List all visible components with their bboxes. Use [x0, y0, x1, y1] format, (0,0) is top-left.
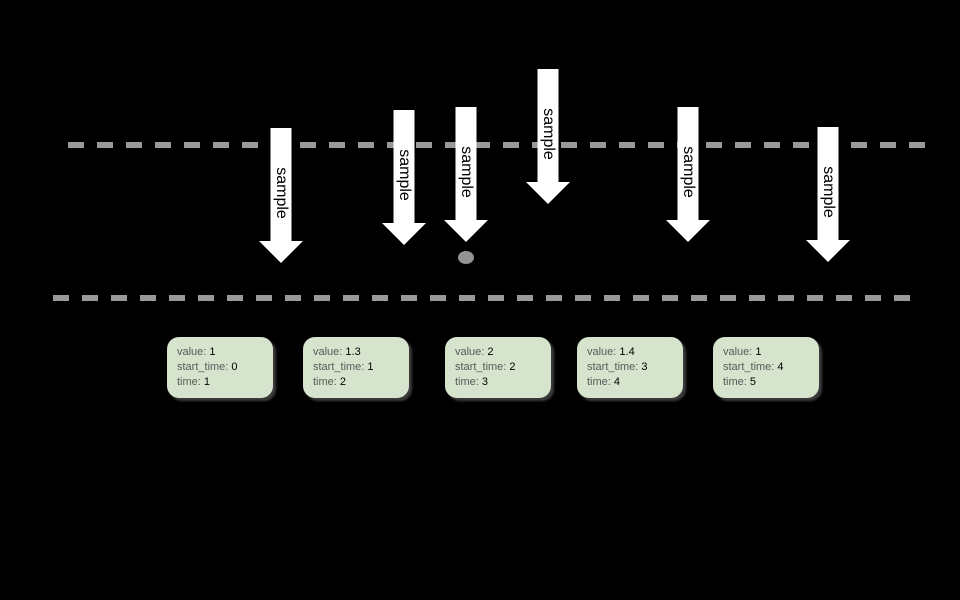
- start-time-text: 1: [367, 361, 374, 373]
- sample-info-card: value: 1.3 start_time: 1 time: 2: [303, 337, 409, 398]
- start-time-label: start_time:: [313, 361, 365, 373]
- sample-info-card: value: 1 start_time: 4 time: 5: [713, 337, 819, 398]
- card-line-start-time: start_time: 1: [313, 360, 399, 375]
- start-time-label: start_time:: [587, 361, 639, 373]
- sampled-point-dot: [458, 251, 474, 264]
- start-time-label: start_time:: [455, 361, 507, 373]
- card-line-start-time: start_time: 0: [177, 360, 263, 375]
- down-arrow-icon: [806, 127, 850, 262]
- card-line-time: time: 4: [587, 375, 673, 390]
- card-line-time: time: 5: [723, 375, 809, 390]
- card-line-start-time: start_time: 2: [455, 360, 541, 375]
- down-arrow-icon: [382, 110, 426, 245]
- start-time-text: 2: [509, 361, 516, 373]
- sample-arrow-label: sample: [396, 149, 413, 201]
- value-text: 1: [209, 346, 216, 358]
- time-text: 1: [203, 376, 211, 388]
- card-line-time: time: 2: [313, 375, 399, 390]
- time-label: time:: [177, 376, 201, 388]
- down-arrow-icon: [526, 69, 570, 204]
- sample-info-card: value: 1 start_time: 0 time: 1: [167, 337, 273, 398]
- value-label: value:: [587, 346, 617, 358]
- sample-arrow-label: sample: [820, 166, 837, 218]
- card-line-time: time: 3: [455, 375, 541, 390]
- card-line-value: value: 1: [177, 345, 263, 360]
- upper-dashed-timeline: [68, 142, 926, 148]
- sample-arrow: sample: [526, 69, 570, 204]
- time-text: 4: [613, 376, 621, 388]
- card-line-value: value: 1.3: [313, 345, 399, 360]
- sample-arrow: sample: [666, 107, 710, 242]
- sample-arrow: sample: [382, 110, 426, 245]
- start-time-label: start_time:: [177, 361, 229, 373]
- start-time-label: start_time:: [723, 361, 775, 373]
- value-label: value:: [723, 346, 753, 358]
- start-time-text: 0: [231, 361, 238, 373]
- sample-arrow-label: sample: [680, 146, 697, 198]
- time-label: time:: [313, 376, 337, 388]
- card-line-value: value: 1.4: [587, 345, 673, 360]
- value-text: 2: [487, 346, 494, 358]
- value-label: value:: [177, 346, 207, 358]
- start-time-text: 4: [777, 361, 784, 373]
- sample-arrow-label: sample: [273, 167, 290, 219]
- sample-info-card: value: 1.4 start_time: 3 time: 4: [577, 337, 683, 398]
- time-label: time:: [587, 376, 611, 388]
- card-line-time: time: 1: [177, 375, 263, 390]
- sample-arrow-label: sample: [458, 146, 475, 198]
- start-time-text: 3: [641, 361, 648, 373]
- sample-arrow-label: sample: [540, 108, 557, 160]
- down-arrow-icon: [666, 107, 710, 242]
- card-line-start-time: start_time: 3: [587, 360, 673, 375]
- time-text: 2: [339, 376, 347, 388]
- sample-arrow: sample: [444, 107, 488, 242]
- value-text: 1.3: [345, 346, 361, 358]
- sample-arrow: sample: [806, 127, 850, 262]
- sample-arrow: sample: [259, 128, 303, 263]
- value-label: value:: [313, 346, 343, 358]
- down-arrow-icon: [444, 107, 488, 242]
- value-text: 1: [755, 346, 762, 358]
- time-label: time:: [723, 376, 747, 388]
- value-label: value:: [455, 346, 485, 358]
- sample-info-card: value: 2 start_time: 2 time: 3: [445, 337, 551, 398]
- lower-dashed-timeline: [53, 295, 911, 301]
- time-label: time:: [455, 376, 479, 388]
- card-line-start-time: start_time: 4: [723, 360, 809, 375]
- down-arrow-icon: [259, 128, 303, 263]
- time-text: 5: [749, 376, 757, 388]
- card-line-value: value: 2: [455, 345, 541, 360]
- time-text: 3: [481, 376, 489, 388]
- value-text: 1.4: [619, 346, 635, 358]
- card-line-value: value: 1: [723, 345, 809, 360]
